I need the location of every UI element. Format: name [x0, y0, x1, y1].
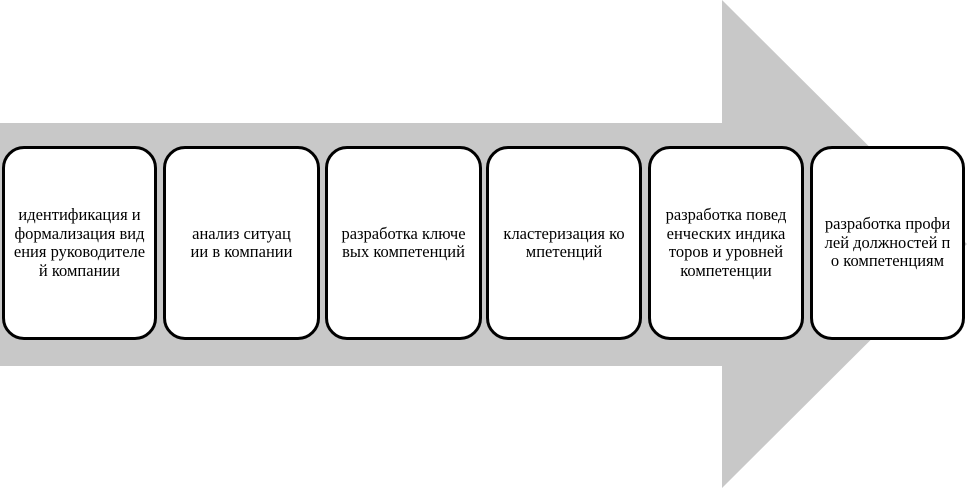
step-label-job-profiles: разработка профилей должностей по компет…	[824, 214, 951, 271]
step-box-behavioral-indicators: разработка поведенческих индикаторов и у…	[648, 146, 804, 340]
step-box-clustering: кластеризация компетенций	[486, 146, 642, 340]
step-label-situation-analysis: анализ ситуации в компании	[190, 223, 293, 261]
step-box-situation-analysis: анализ ситуации в компании	[163, 146, 320, 340]
step-label-identification: идентификация и формализация видения рук…	[13, 205, 146, 280]
step-box-key-competencies: разработка ключевых компетенций	[325, 146, 482, 340]
step-box-identification: идентификация и формализация видения рук…	[2, 146, 157, 340]
step-label-key-competencies: разработка ключевых компетенций	[341, 223, 466, 261]
step-box-job-profiles: разработка профилей должностей по компет…	[810, 146, 965, 340]
step-label-behavioral-indicators: разработка поведенческих индикаторов и у…	[665, 205, 787, 280]
step-label-clustering: кластеризация компетенций	[503, 223, 625, 261]
